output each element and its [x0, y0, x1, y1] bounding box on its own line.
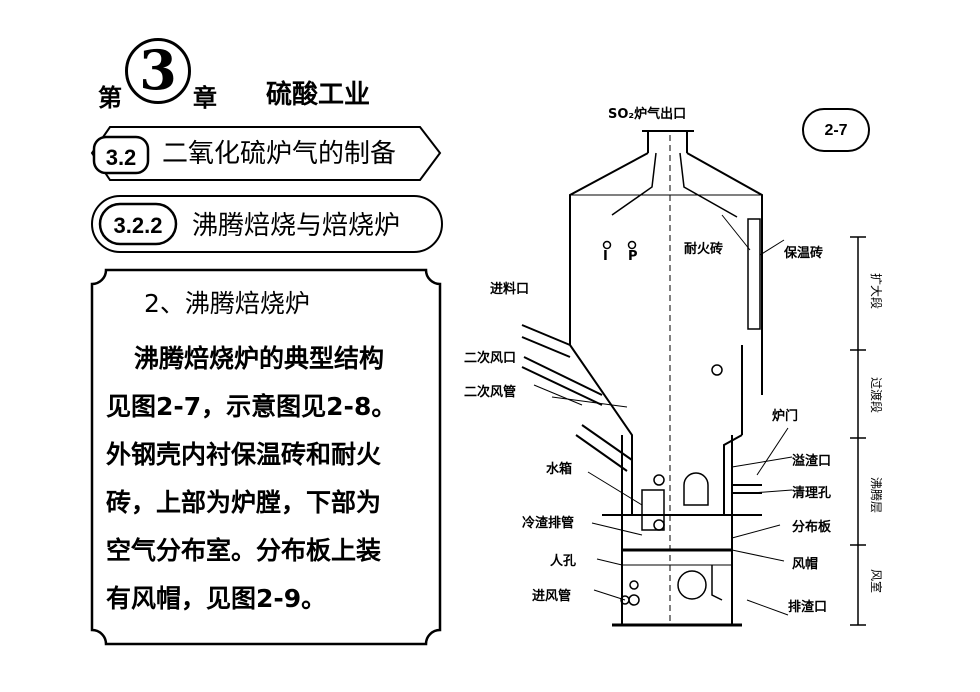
zone-windbox: 风室: [869, 569, 882, 593]
content-line: 空气分布室。分布板上装: [106, 536, 381, 565]
label-secondary-air-pipe: 二次风管: [464, 384, 516, 400]
content-line: 沸腾焙烧炉的典型结构: [134, 344, 384, 373]
content-panel: 2、沸腾焙烧炉 沸腾焙烧炉的典型结构 见图2-7，示意图见2-8。 外钢壳内衬保…: [90, 268, 442, 646]
label-air-cap: 风帽: [792, 556, 818, 572]
chapter-number: 3: [139, 38, 177, 102]
chapter-number-badge: 3: [125, 38, 191, 104]
furnace-diagram: SO₂炉气出口 I P 耐火砖 保温砖 进料口 二次风口 二次风管 炉门 水箱 …: [464, 106, 882, 627]
label-slag-outlet: 排渣口: [788, 599, 827, 615]
subsection-title: 沸腾焙烧与焙烧炉: [192, 211, 400, 241]
content-line: 外钢壳内衬保温砖和耐火: [106, 440, 381, 469]
label-overflow-port: 溢渣口: [792, 453, 831, 469]
content-line: 砖，上部为炉膛，下部为: [106, 488, 381, 517]
label-water-tank: 水箱: [546, 461, 572, 477]
figure-badge: 2-7: [802, 108, 870, 152]
content-heading: 2、沸腾焙烧炉: [144, 289, 310, 318]
section-number: 3.2: [106, 145, 137, 170]
subsection-banner: 3.2.2 沸腾焙烧与焙烧炉: [91, 195, 443, 253]
content-line: 见图2-7，示意图见2-8。: [106, 392, 396, 421]
chapter-prefix: 第: [98, 84, 122, 112]
zone-expansion: 扩大段: [869, 273, 882, 309]
label-furnace-door: 炉门: [772, 408, 798, 424]
section-banner: 3.2 二氧化硫炉气的制备: [90, 126, 442, 181]
chapter-title: 硫酸工业: [266, 80, 371, 110]
label-manhole: 人孔: [550, 553, 576, 569]
label-distributor-plate: 分布板: [792, 519, 832, 535]
section-title: 二氧化硫炉气的制备: [162, 139, 396, 169]
label-cleaning-hole: 清理孔: [792, 485, 831, 501]
label-insulation: 保温砖: [783, 245, 823, 261]
content-line: 有风帽，见图2-9。: [106, 584, 326, 613]
zone-fluidized: 沸腾层: [869, 477, 882, 513]
label-firebrick: 耐火砖: [684, 241, 723, 257]
label-outlet: SO₂炉气出口: [608, 106, 686, 122]
zone-transition: 过渡段: [869, 377, 882, 413]
label-feed-port: 进料口: [490, 281, 529, 297]
subsection-number: 3.2.2: [114, 213, 163, 238]
chapter-suffix: 章: [193, 84, 217, 112]
label-p: P: [628, 249, 638, 264]
figure-badge-label: 2-7: [824, 122, 848, 139]
label-i: I: [603, 249, 608, 264]
label-air-inlet-pipe: 进风管: [532, 588, 571, 604]
label-secondary-air-port: 二次风口: [464, 350, 516, 366]
label-cold-slag-pipe: 冷渣排管: [522, 515, 574, 531]
